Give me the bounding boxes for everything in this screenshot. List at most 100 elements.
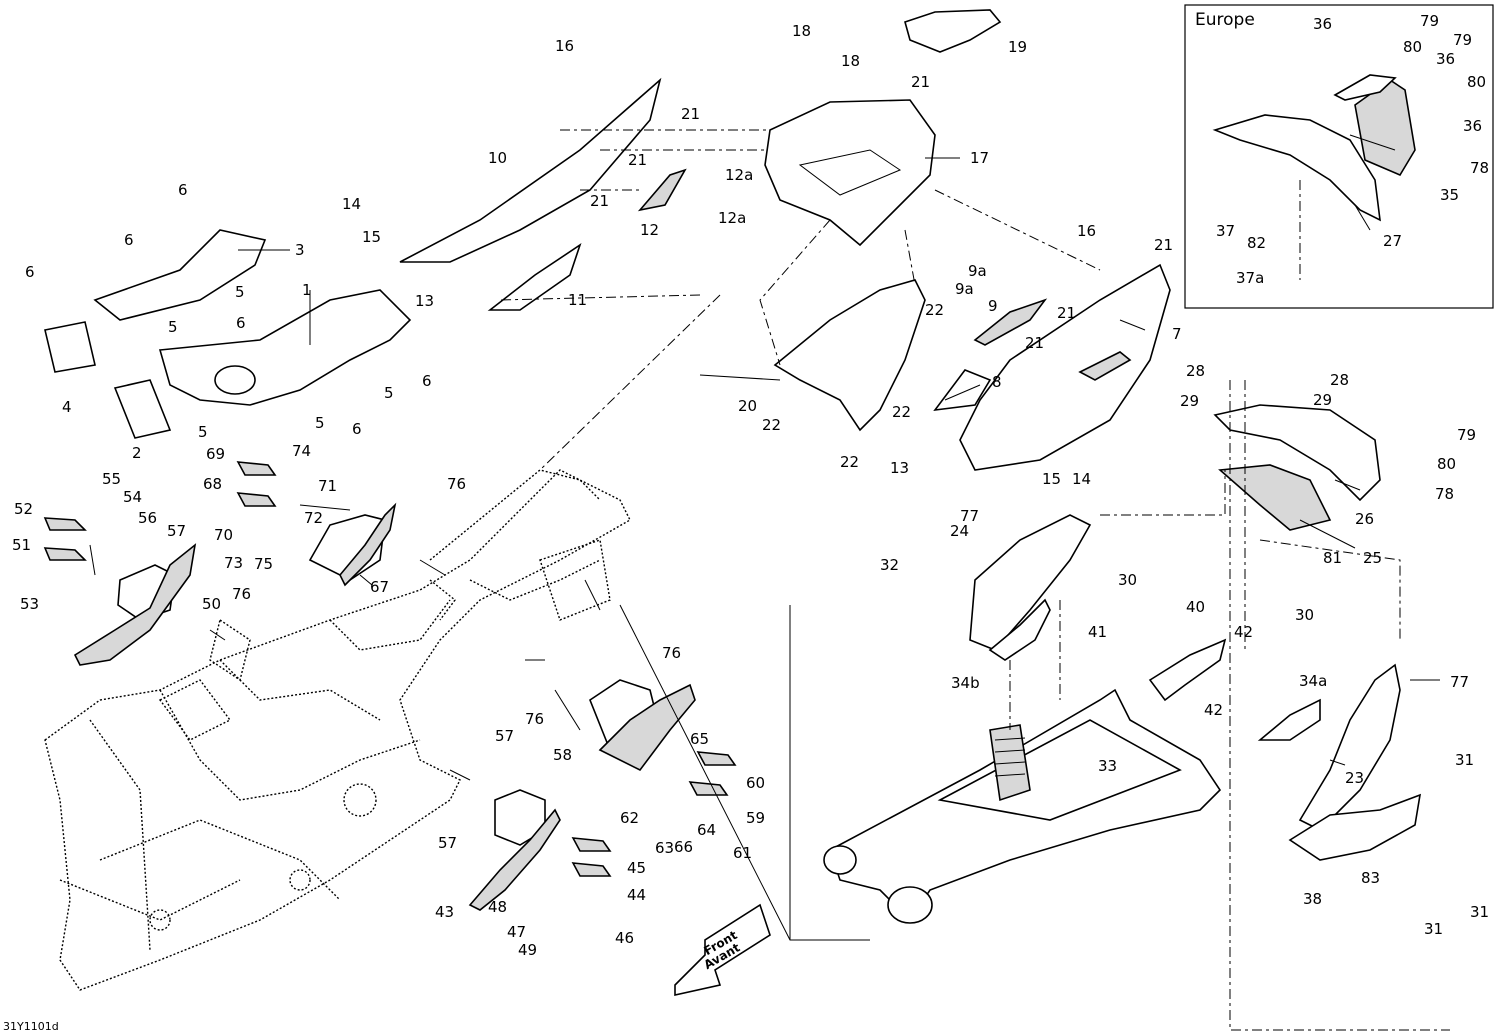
assembly-lines — [499, 129, 1450, 1031]
panel-7 — [959, 263, 1171, 471]
callout-5: 5 — [315, 414, 325, 432]
callout-36: 36 — [1313, 15, 1332, 33]
callout-80: 80 — [1437, 455, 1456, 473]
leader-lines — [89, 134, 1440, 781]
callout-78: 78 — [1435, 485, 1454, 503]
guard-38 — [1288, 793, 1422, 861]
callout-9a: 9a — [955, 280, 974, 298]
vehicle-frame — [44, 469, 631, 991]
panel-8 — [933, 369, 992, 412]
callout-37: 37 — [1216, 222, 1235, 240]
callout-2: 2 — [132, 444, 142, 462]
callout-28: 28 — [1186, 362, 1205, 380]
callout-71: 71 — [318, 477, 337, 495]
peg-69 — [236, 461, 277, 476]
fender-23 — [1298, 663, 1401, 831]
fender-27 — [1212, 114, 1381, 222]
callout-30: 30 — [1118, 571, 1137, 589]
peg-52 — [43, 517, 87, 531]
callout-80: 80 — [1467, 73, 1486, 91]
callout-1: 1 — [302, 281, 312, 299]
callout-48: 48 — [488, 898, 507, 916]
callout-57: 57 — [167, 522, 186, 540]
callout-labels: 1 2 3 4 5 5 5 5 5 6 6 6 6 6 6 7 8 9 9a 9… — [12, 12, 1489, 959]
callout-5: 5 — [384, 384, 394, 402]
callout-13: 13 — [890, 459, 909, 477]
body-panels — [44, 9, 1422, 861]
panel-2 — [113, 379, 172, 439]
callout-57: 57 — [495, 727, 514, 745]
peg-59 — [688, 781, 729, 796]
callout-42: 42 — [1234, 623, 1253, 641]
callout-35: 35 — [1440, 186, 1459, 204]
callout-53: 53 — [20, 595, 39, 613]
callout-60: 60 — [746, 774, 765, 792]
callout-52: 52 — [14, 500, 33, 518]
callout-41: 41 — [1088, 623, 1107, 641]
grille-12 — [637, 168, 687, 212]
fender-26 — [1213, 404, 1381, 502]
callout-31: 31 — [1455, 751, 1474, 769]
callout-38: 38 — [1303, 890, 1322, 908]
peg-60 — [696, 751, 737, 766]
panel-20 — [773, 279, 926, 432]
callout-76: 76 — [232, 585, 251, 603]
callout-77: 77 — [1450, 673, 1469, 691]
callout-76: 76 — [662, 644, 681, 662]
callout-5: 5 — [168, 318, 178, 336]
callout-63: 63 — [655, 839, 674, 857]
callout-70: 70 — [214, 526, 233, 544]
callout-6: 6 — [25, 263, 35, 281]
callout-26: 26 — [1355, 510, 1374, 528]
tray-17 — [764, 99, 936, 247]
callout-73: 73 — [224, 554, 243, 572]
callout-20: 20 — [738, 397, 757, 415]
callout-7: 7 — [1172, 325, 1182, 343]
callout-78: 78 — [1470, 159, 1489, 177]
callout-18: 18 — [841, 52, 860, 70]
bracket-34b — [988, 598, 1051, 661]
callout-12a: 12a — [718, 209, 746, 227]
callout-61: 61 — [733, 844, 752, 862]
diagram-code: 31Y1101d — [3, 1020, 59, 1033]
callout-13: 13 — [415, 292, 434, 310]
callout-15: 15 — [362, 228, 381, 246]
callout-8: 8 — [992, 373, 1002, 391]
callout-43: 43 — [435, 903, 454, 921]
callout-21: 21 — [628, 151, 647, 169]
callout-40: 40 — [1186, 598, 1205, 616]
front-direction-arrow: Front Avant — [674, 903, 771, 996]
callout-79: 79 — [1457, 426, 1476, 444]
callout-83: 83 — [1361, 869, 1380, 887]
callout-54: 54 — [123, 488, 142, 506]
callout-16: 16 — [1077, 222, 1096, 240]
callout-58: 58 — [553, 746, 572, 764]
panel-10 — [399, 77, 662, 263]
callout-36: 36 — [1436, 50, 1455, 68]
callout-33: 33 — [1098, 757, 1117, 775]
callout-14: 14 — [342, 195, 361, 213]
callout-9: 9 — [988, 297, 998, 315]
callout-3: 3 — [295, 241, 305, 259]
callout-6: 6 — [124, 231, 134, 249]
callout-17: 17 — [970, 149, 989, 167]
fender-24 — [969, 514, 1092, 651]
swing-arm — [823, 688, 1222, 924]
callout-22: 22 — [840, 453, 859, 471]
europe-inset-box — [1184, 4, 1494, 309]
callout-80: 80 — [1403, 38, 1422, 56]
callout-18: 18 — [792, 22, 811, 40]
callout-34a: 34a — [1299, 672, 1327, 690]
callout-45: 45 — [627, 859, 646, 877]
callout-28: 28 — [1330, 371, 1349, 389]
callout-42: 42 — [1204, 701, 1223, 719]
callout-25: 25 — [1363, 549, 1382, 567]
callout-34b: 34b — [951, 674, 980, 692]
callout-6: 6 — [178, 181, 188, 199]
callout-31: 31 — [1470, 903, 1489, 921]
callout-21: 21 — [681, 105, 700, 123]
callout-21: 21 — [1025, 334, 1044, 352]
peg-51 — [43, 547, 87, 561]
callout-44: 44 — [627, 886, 646, 904]
callout-50: 50 — [202, 595, 221, 613]
